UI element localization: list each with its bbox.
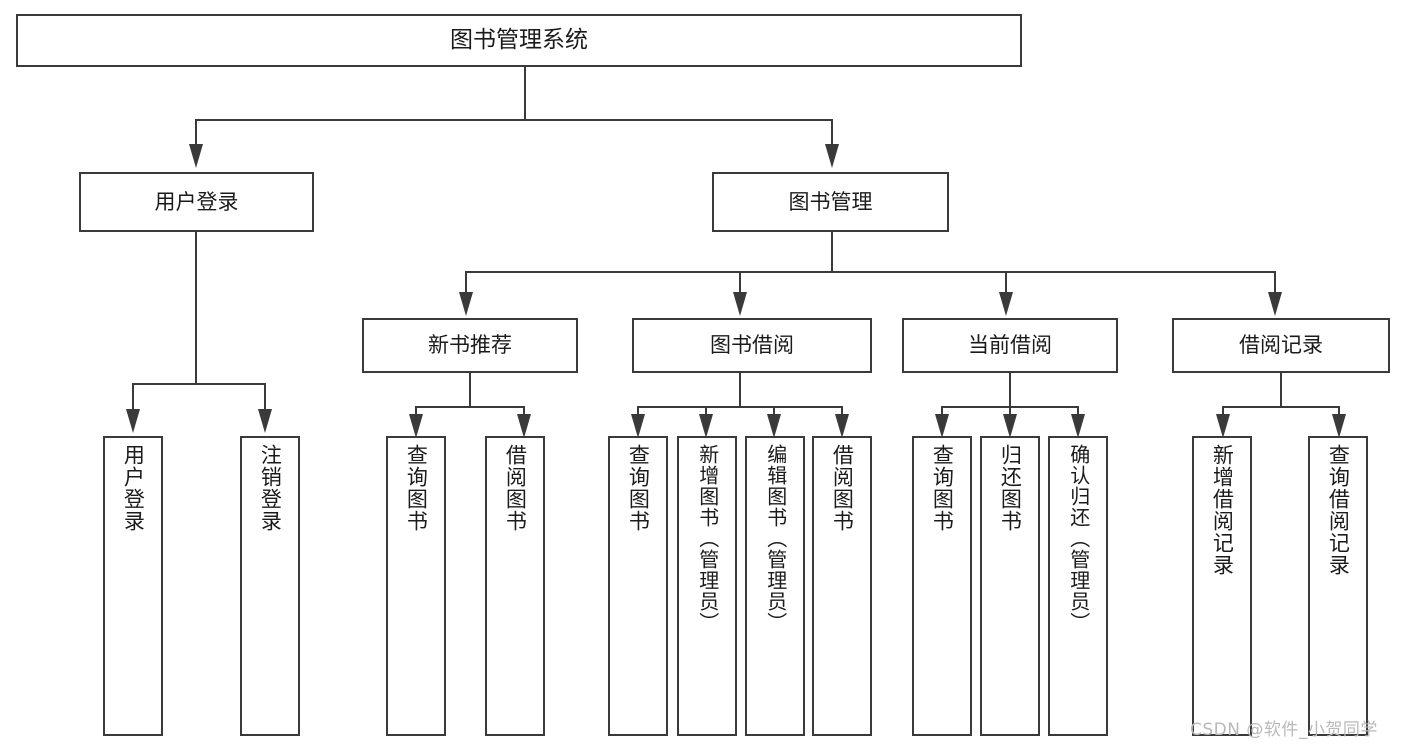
arrowhead-leaf-add-record [1216, 414, 1230, 438]
node-label: 借阅图书 [503, 444, 528, 532]
node-leaf-confirm-return[interactable]: 确认归还（管理员） [1048, 436, 1108, 736]
node-new-book-recommend[interactable]: 新书推荐 [362, 318, 578, 373]
node-label: 查询图书 [404, 444, 429, 532]
connector-root-to-user-login [195, 119, 197, 146]
connector-new-book-drop-1 [415, 406, 417, 418]
node-label: 图书管理系统 [450, 26, 588, 53]
connector-borrow-record-bar [1222, 406, 1340, 408]
connector-root-to-book-manage [831, 119, 833, 146]
connector-book-borrow-drop-3 [773, 406, 775, 418]
node-leaf-user-logout[interactable]: 注销登录 [240, 436, 300, 736]
node-user-login[interactable]: 用户登录 [79, 172, 314, 232]
arrowhead-leaf-borrow-book-2 [835, 414, 849, 438]
arrowhead-leaf-query-book-3 [935, 414, 949, 438]
arrowhead-leaf-borrow-book-1 [517, 414, 531, 438]
arrowhead-borrow-record [1268, 292, 1282, 316]
node-label: 编辑图书（管理员） [763, 444, 788, 633]
connector-user-login-drop-2 [264, 383, 266, 411]
arrowhead-user-login [189, 144, 203, 168]
connector-book-manage-drop-2 [739, 271, 741, 295]
node-label: 图书管理 [788, 189, 873, 214]
node-leaf-query-record[interactable]: 查询借阅记录 [1308, 436, 1368, 736]
arrowhead-leaf-query-record [1332, 414, 1346, 438]
connector-book-manage-drop-4 [1274, 271, 1276, 295]
arrowhead-leaf-return-book [1003, 414, 1017, 438]
node-leaf-query-book-1[interactable]: 查询图书 [386, 436, 446, 736]
node-label: 新书推荐 [428, 333, 512, 358]
connector-current-borrow-drop-3 [1077, 406, 1079, 418]
arrowhead-leaf-confirm-return [1071, 414, 1085, 438]
node-leaf-return-book[interactable]: 归还图书 [980, 436, 1040, 736]
node-label: 借阅记录 [1239, 333, 1323, 358]
connector-root-stem [524, 67, 526, 120]
connector-root-bar [195, 119, 833, 121]
connector-new-book-drop-2 [523, 406, 525, 418]
connector-user-login-bar [132, 383, 266, 385]
connector-user-login-stem [195, 232, 197, 384]
node-leaf-add-record[interactable]: 新增借阅记录 [1192, 436, 1252, 736]
node-current-borrow[interactable]: 当前借阅 [902, 318, 1118, 373]
connector-borrow-record-drop-2 [1338, 406, 1340, 418]
node-book-management-system[interactable]: 图书管理系统 [16, 14, 1022, 67]
connector-book-borrow-bar [637, 406, 843, 408]
node-label: 查询图书 [626, 444, 651, 532]
connector-book-borrow-drop-4 [841, 406, 843, 418]
node-label: 用户登录 [121, 444, 146, 532]
node-book-manage[interactable]: 图书管理 [712, 172, 949, 232]
connector-book-manage-stem [831, 232, 833, 272]
arrowhead-new-book-recommend [459, 292, 473, 316]
connector-book-manage-bar [465, 271, 1276, 273]
connector-user-login-drop-1 [132, 383, 134, 411]
arrowhead-leaf-edit-book [767, 414, 781, 438]
connector-book-manage-drop-3 [1005, 271, 1007, 295]
arrowhead-leaf-user-login [126, 409, 140, 433]
node-leaf-borrow-book-2[interactable]: 借阅图书 [812, 436, 872, 736]
node-label: 图书借阅 [710, 333, 794, 358]
connector-book-borrow-drop-1 [637, 406, 639, 418]
connector-current-borrow-drop-2 [1009, 406, 1011, 418]
connector-borrow-record-stem [1280, 373, 1282, 407]
connector-book-borrow-stem [739, 373, 741, 407]
node-leaf-edit-book[interactable]: 编辑图书（管理员） [745, 436, 805, 736]
node-label: 用户登录 [154, 189, 239, 214]
node-leaf-add-book[interactable]: 新增图书（管理员） [677, 436, 737, 736]
node-label: 借阅图书 [830, 444, 855, 532]
arrowhead-book-borrow [733, 292, 747, 316]
node-label: 新增图书（管理员） [695, 444, 720, 633]
arrowhead-leaf-query-book-2 [631, 414, 645, 438]
node-label: 当前借阅 [968, 333, 1052, 358]
arrowhead-book-manage [825, 144, 839, 168]
connector-new-book-bar [415, 406, 525, 408]
node-label: 查询借阅记录 [1326, 444, 1351, 576]
arrowhead-current-borrow [999, 292, 1013, 316]
arrowhead-leaf-query-book-1 [409, 414, 423, 438]
connector-book-manage-drop-1 [465, 271, 467, 295]
node-leaf-query-book-3[interactable]: 查询图书 [912, 436, 972, 736]
connector-new-book-stem [469, 373, 471, 407]
node-leaf-user-login[interactable]: 用户登录 [103, 436, 163, 736]
node-borrow-record[interactable]: 借阅记录 [1172, 318, 1390, 373]
connector-current-borrow-drop-1 [941, 406, 943, 418]
node-label: 注销登录 [258, 444, 283, 532]
node-label: 归还图书 [998, 444, 1023, 532]
connector-book-borrow-drop-2 [705, 406, 707, 418]
node-book-borrow[interactable]: 图书借阅 [632, 318, 872, 373]
node-label: 新增借阅记录 [1210, 444, 1235, 576]
connector-current-borrow-stem [1009, 373, 1011, 407]
arrowhead-leaf-add-book [699, 414, 713, 438]
arrowhead-leaf-user-logout [258, 409, 272, 433]
node-leaf-borrow-book-1[interactable]: 借阅图书 [485, 436, 545, 736]
node-label: 确认归还（管理员） [1066, 444, 1091, 633]
node-leaf-query-book-2[interactable]: 查询图书 [608, 436, 668, 736]
node-label: 查询图书 [930, 444, 955, 532]
connector-borrow-record-drop-1 [1222, 406, 1224, 418]
